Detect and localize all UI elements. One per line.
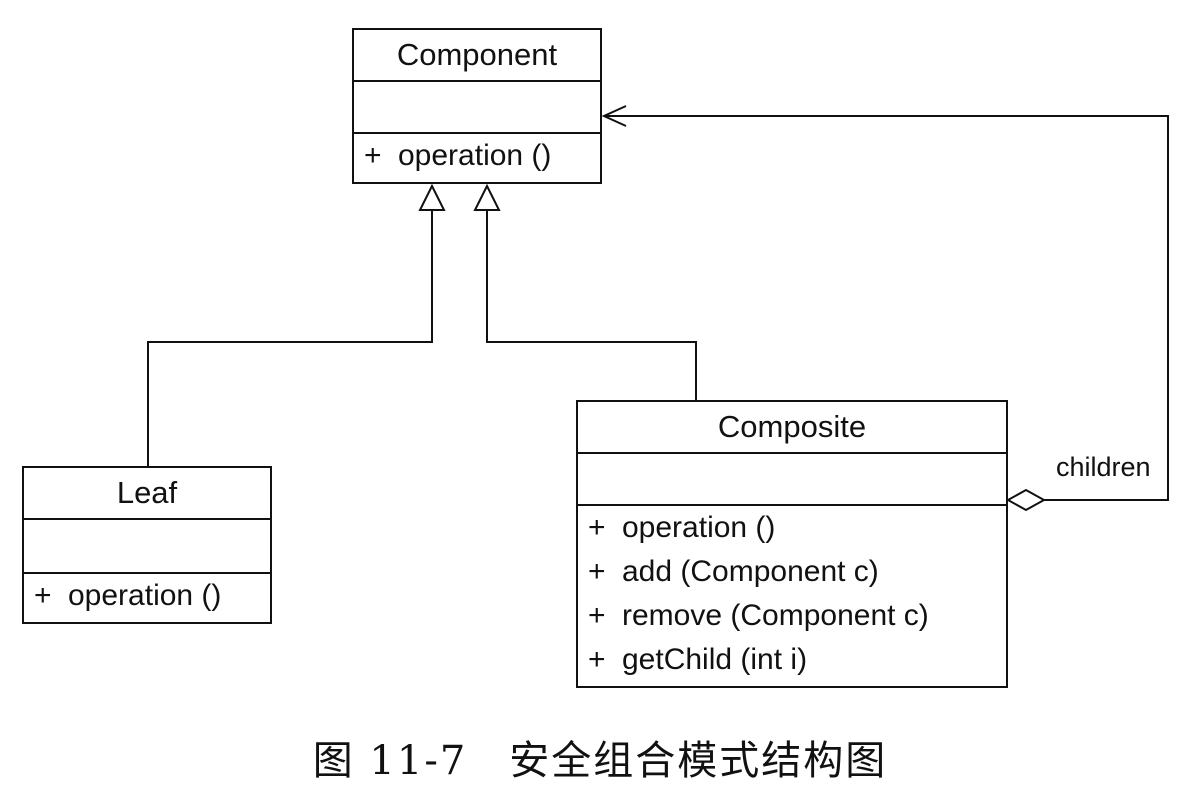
visibility-marker: + xyxy=(364,139,382,172)
operation-signature: operation () xyxy=(68,579,222,612)
composite-operation-operation: + operation () xyxy=(588,506,1006,550)
children-role-label: children xyxy=(1056,452,1151,482)
composite-generalization-line xyxy=(486,210,697,400)
operation-signature: add (Component c) xyxy=(622,555,879,588)
visibility-marker: + xyxy=(588,643,606,676)
composite-class: Composite + operation () + add (Component … xyxy=(576,400,1008,688)
aggregation-diamond xyxy=(1005,488,1047,512)
leaf-operation: + operation () xyxy=(34,574,270,618)
leaf-generalization-arrowhead xyxy=(418,183,446,211)
operation-signature: operation () xyxy=(622,511,776,544)
composite-operation-remove: + remove (Component c) xyxy=(588,594,1006,638)
leaf-generalization-line xyxy=(147,210,433,466)
visibility-marker: + xyxy=(588,599,606,632)
visibility-marker: + xyxy=(588,555,606,588)
composite-operations: + operation () + add (Component c) + remove… xyxy=(578,506,1006,682)
leaf-operations: + operation () xyxy=(24,574,270,622)
component-class-name: Component xyxy=(354,30,600,82)
visibility-marker: + xyxy=(34,579,52,612)
composite-attributes xyxy=(578,454,1006,506)
composite-operation-add: + add (Component c) xyxy=(588,550,1006,594)
operation-signature: remove (Component c) xyxy=(622,599,929,632)
operation-signature: getChild (int i) xyxy=(622,643,808,676)
leaf-class: Leaf + operation () xyxy=(22,466,272,624)
children-aggregation-line xyxy=(604,115,1169,501)
component-operations: + operation () xyxy=(354,134,600,182)
component-class: Component + operation () xyxy=(352,28,602,184)
composite-class-name: Composite xyxy=(578,402,1006,454)
leaf-attributes xyxy=(24,520,270,574)
composite-operation-getchild: + getChild (int i) xyxy=(588,638,1006,682)
component-attributes xyxy=(354,82,600,134)
children-association-arrowhead xyxy=(601,105,627,127)
figure-caption: 图 11-7 安全组合模式结构图 xyxy=(312,738,888,784)
visibility-marker: + xyxy=(588,511,606,544)
composite-generalization-arrowhead xyxy=(473,183,501,211)
component-operation: + operation () xyxy=(364,134,600,178)
leaf-class-name: Leaf xyxy=(24,468,270,520)
operation-signature: operation () xyxy=(398,139,552,172)
